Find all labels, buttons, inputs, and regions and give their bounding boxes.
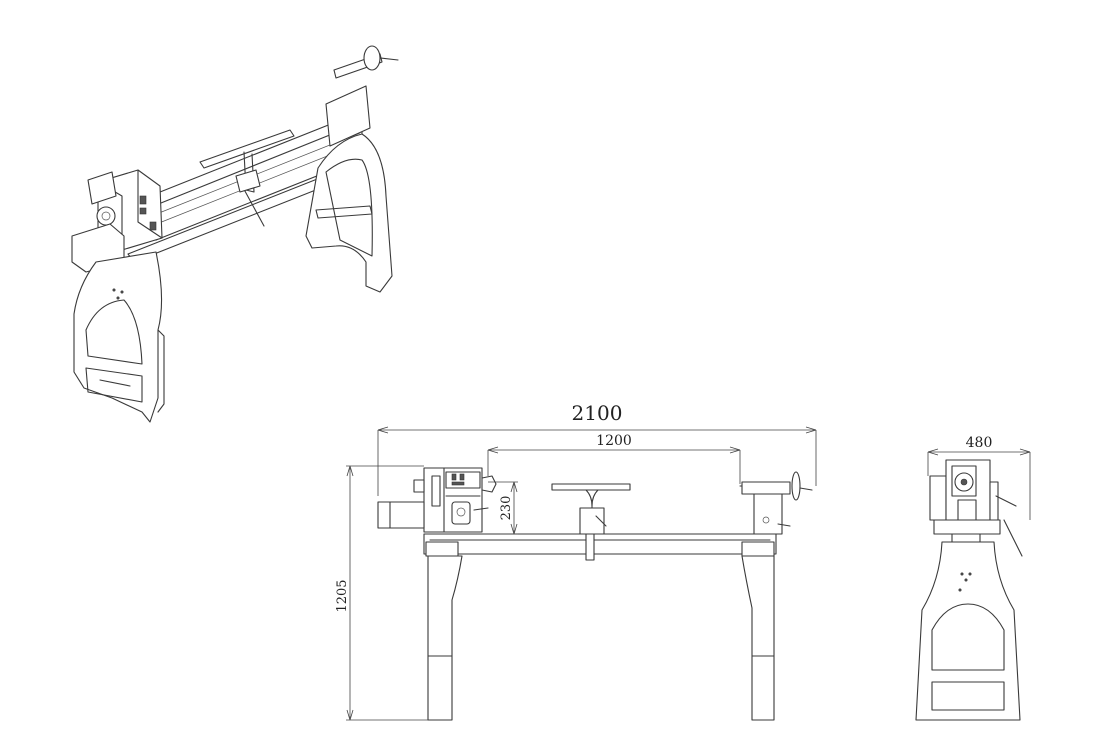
dim-overall-height: 1205 (335, 579, 350, 612)
dimension-lines (346, 426, 1031, 721)
dim-between-centers: 1200 (596, 433, 632, 449)
dim-overall-length: 2100 (572, 401, 623, 425)
isometric-view (71, 45, 399, 423)
front-view (377, 467, 813, 721)
dim-swing-over-bed: 230 (499, 496, 514, 521)
dim-overall-width: 480 (966, 435, 993, 451)
side-view (915, 459, 1023, 721)
dimension-labels: 2100 1200 230 1205 480 (335, 401, 992, 613)
